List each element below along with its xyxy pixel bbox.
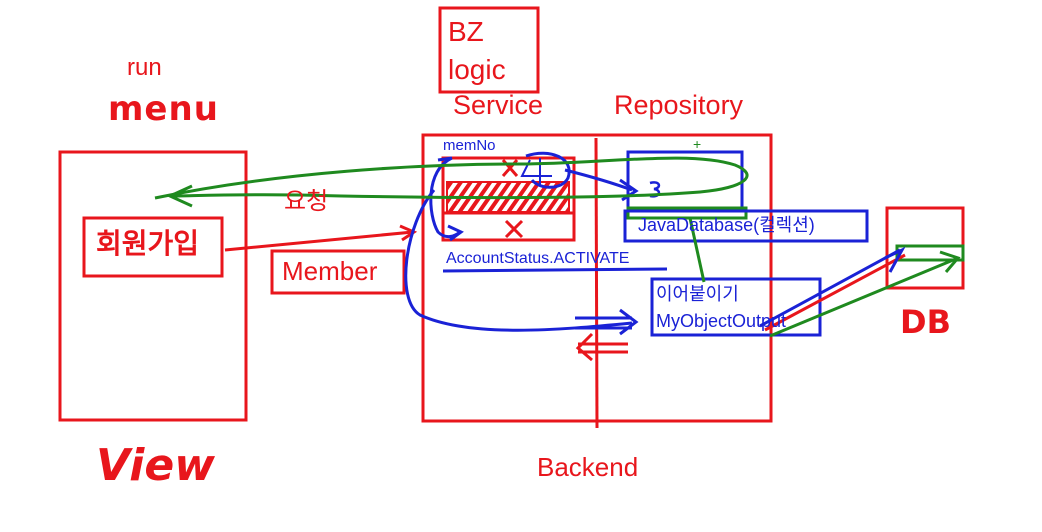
- green-link: [688, 217, 706, 283]
- backend-label: Backend: [537, 452, 639, 482]
- account-status-underline: [442, 267, 668, 273]
- blue-arrow-to-collection: [564, 168, 633, 192]
- logic-label: logic: [448, 54, 506, 85]
- repository-label: Repository: [614, 90, 744, 120]
- run-label: run: [127, 54, 162, 81]
- db-label: DB: [900, 303, 951, 341]
- service-label: Service: [453, 90, 544, 120]
- bz-label: BZ: [448, 16, 484, 47]
- menu-label: menu: [108, 89, 219, 129]
- signup-box: [82, 216, 224, 278]
- append-label: 이어붙이기: [656, 284, 739, 304]
- circled-number: [525, 151, 571, 189]
- collection-box: [626, 150, 744, 212]
- red-line-to-db: [764, 253, 906, 332]
- append-box: [650, 277, 822, 337]
- blue-line-to-db: [759, 248, 901, 328]
- bottom-row-x-mark: [504, 219, 524, 239]
- service-repository-divider: [594, 137, 599, 429]
- java-database-label: JavaDatabase(컬렉션): [638, 215, 815, 235]
- memno-label: memNo: [443, 137, 496, 154]
- view-box: [58, 150, 248, 422]
- account-status-label: AccountStatus.ACTIVATE: [446, 250, 630, 267]
- member-box: [270, 249, 406, 295]
- blue-arrow-to-append: [404, 189, 633, 332]
- plus-mark: +: [693, 136, 701, 152]
- signup-label: 회원가입: [96, 227, 200, 260]
- return-arrow: [578, 342, 628, 354]
- java-database-box: [623, 209, 869, 243]
- collection-green-bar: [626, 206, 748, 220]
- bz-logic-box: [438, 6, 540, 94]
- green-request-loop: [154, 156, 749, 200]
- first-row-x-mark: [501, 159, 519, 177]
- member-label: Member: [282, 256, 378, 286]
- green-line-to-db: [769, 256, 959, 338]
- view-label: View: [96, 440, 215, 491]
- signup-arrow: [224, 230, 414, 252]
- request-label: 요청: [284, 188, 329, 215]
- my-object-output-label: MyObjectOutput: [656, 311, 787, 331]
